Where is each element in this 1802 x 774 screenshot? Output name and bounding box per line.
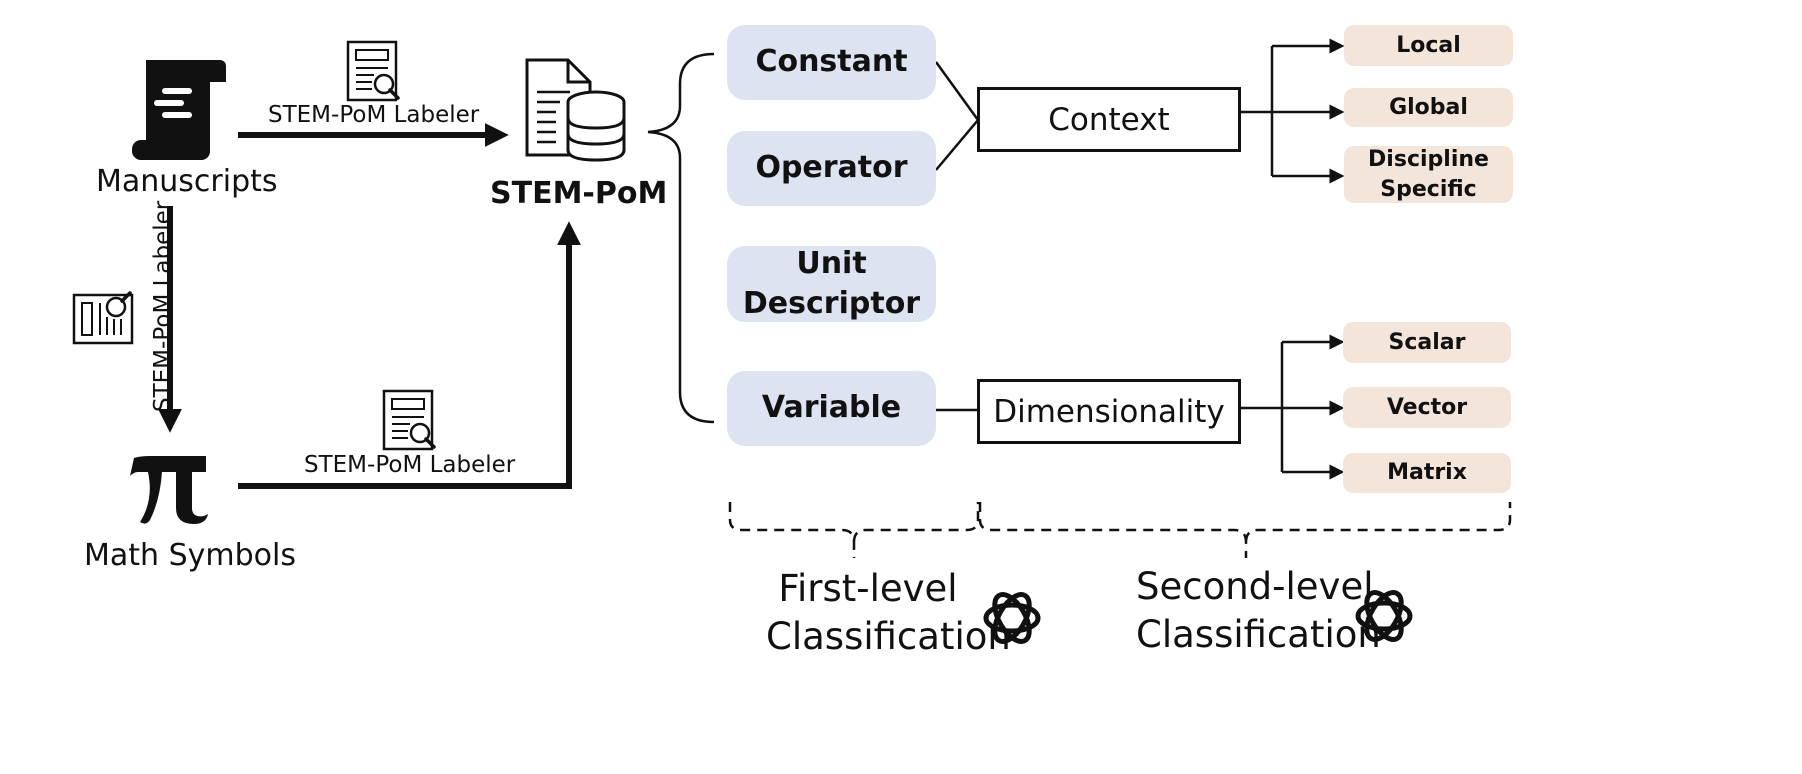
subcategory-scalar: Scalar bbox=[1343, 322, 1511, 363]
labeler-label-vertical: STEM-PoM Labeler bbox=[150, 200, 176, 412]
subcategory-discipline-specific: Discipline Specific bbox=[1344, 146, 1513, 203]
labeler-label-bottom: STEM-PoM Labeler bbox=[304, 452, 516, 478]
brace-first-level bbox=[647, 52, 715, 424]
document-magnifier-icon bbox=[382, 389, 436, 451]
attribute-context: Context bbox=[977, 87, 1241, 152]
category-operator: Operator bbox=[727, 131, 936, 206]
category-constant: Constant bbox=[727, 25, 936, 100]
subcategory-matrix: Matrix bbox=[1343, 453, 1511, 493]
document-magnifier-icon bbox=[72, 291, 134, 345]
attribute-dimensionality: Dimensionality bbox=[977, 379, 1241, 444]
subcategory-global: Global bbox=[1344, 88, 1513, 127]
dashed-brace-first-level bbox=[728, 502, 980, 558]
openai-logo-icon bbox=[983, 592, 1041, 644]
subcategory-vector: Vector bbox=[1343, 387, 1511, 428]
math-symbols-label: Math Symbols bbox=[84, 538, 296, 573]
dashed-brace-second-level bbox=[978, 502, 1512, 558]
connector-operator-context bbox=[935, 119, 979, 171]
arrow-math-to-dataset bbox=[238, 221, 581, 489]
connector-constant-context bbox=[934, 61, 980, 121]
first-level-classification-label: First-level Classification bbox=[766, 567, 1011, 659]
document-magnifier-icon bbox=[346, 40, 400, 102]
manuscripts-label: Manuscripts bbox=[96, 164, 278, 199]
labeler-label-top: STEM-PoM Labeler bbox=[268, 102, 480, 128]
openai-logo-icon bbox=[1355, 590, 1413, 642]
document-database-icon bbox=[525, 58, 626, 162]
category-unit-descriptor: Unit Descriptor bbox=[727, 246, 936, 322]
category-variable: Variable bbox=[727, 371, 936, 446]
pi-icon bbox=[130, 456, 208, 524]
subcategory-local: Local bbox=[1344, 25, 1513, 66]
second-level-classification-label: Second-level Classification bbox=[1136, 565, 1381, 657]
scroll-icon bbox=[132, 60, 226, 160]
dataset-label: STEM-PoM bbox=[490, 176, 668, 211]
